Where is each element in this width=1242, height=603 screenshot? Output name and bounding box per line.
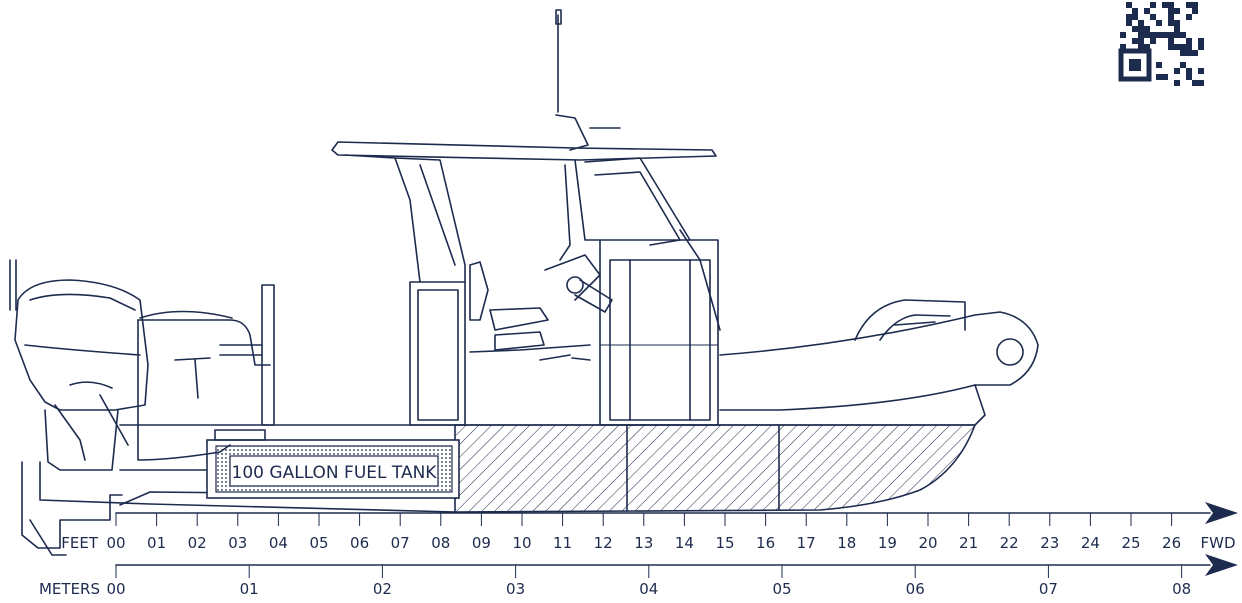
feet-tick-label: 26 [1162, 534, 1181, 552]
arrowhead-icon [1205, 502, 1238, 524]
feet-tick-label: 23 [1040, 534, 1059, 552]
feet-tick-label: 02 [188, 534, 207, 552]
feet-tick-label: 05 [309, 534, 328, 552]
meters-tick-label: 02 [373, 580, 392, 598]
fwd-label: FWD [1200, 534, 1235, 552]
meters-tick-label: 08 [1172, 580, 1191, 598]
feet-tick-label: 18 [837, 534, 856, 552]
meters-tick-label: 00 [106, 580, 125, 598]
feet-tick-label: 10 [512, 534, 531, 552]
hull-hatched-section [454, 424, 977, 513]
fuel-tank: 100 GALLON FUEL TANK [206, 429, 460, 499]
feet-tick-label: 22 [1000, 534, 1019, 552]
feet-tick-label: 12 [594, 534, 613, 552]
feet-tick-label: 21 [959, 534, 978, 552]
feet-tick-label: 13 [634, 534, 653, 552]
arrowhead-icon [1205, 554, 1238, 576]
meters-tick-label: 07 [1039, 580, 1058, 598]
helm-console [174, 229, 936, 426]
feet-tick-label: 06 [350, 534, 369, 552]
hull-bottom-line [39, 461, 456, 513]
outboard-motor [9, 259, 149, 556]
meters-tick-label: 01 [240, 580, 259, 598]
feet-tick-label: 08 [431, 534, 450, 552]
tube-collar [137, 299, 1039, 461]
t-top [331, 9, 717, 283]
feet-tick-label: 04 [269, 534, 288, 552]
hull [39, 424, 977, 513]
feet-tick-label: 24 [1081, 534, 1100, 552]
feet-tick-label: 09 [472, 534, 491, 552]
feet-tick-label: 03 [228, 534, 247, 552]
feet-tick-label: 15 [715, 534, 734, 552]
feet-tick-label: 25 [1121, 534, 1140, 552]
meters-scale: METERS 00 01 02 03 04 05 06 07 08 [39, 554, 1238, 598]
feet-tick-label: 20 [918, 534, 937, 552]
feet-tick-label: 17 [797, 534, 816, 552]
qr-code-icon [1118, 2, 1204, 86]
feet-tick-label: 19 [878, 534, 897, 552]
feet-tick-label: 11 [553, 534, 572, 552]
feet-tick-label: 00 [106, 534, 125, 552]
feet-tick-label: 07 [391, 534, 410, 552]
meters-tick-label: 03 [506, 580, 525, 598]
feet-tick-label: 01 [147, 534, 166, 552]
meters-tick-label: 06 [906, 580, 925, 598]
feet-tick-label: 16 [756, 534, 775, 552]
fuel-tank-label: 100 GALLON FUEL TANK [232, 463, 438, 483]
feet-scale-label: FEET [61, 534, 99, 552]
meters-tick-label: 04 [639, 580, 658, 598]
feet-tick-label: 14 [675, 534, 694, 552]
feet-scale: FEET FWD 00 01 02 03 04 05 06 07 08 09 10 11 12 13 14 1… [61, 502, 1238, 552]
meters-scale-label: METERS [39, 580, 100, 598]
meters-tick-label: 05 [772, 580, 791, 598]
